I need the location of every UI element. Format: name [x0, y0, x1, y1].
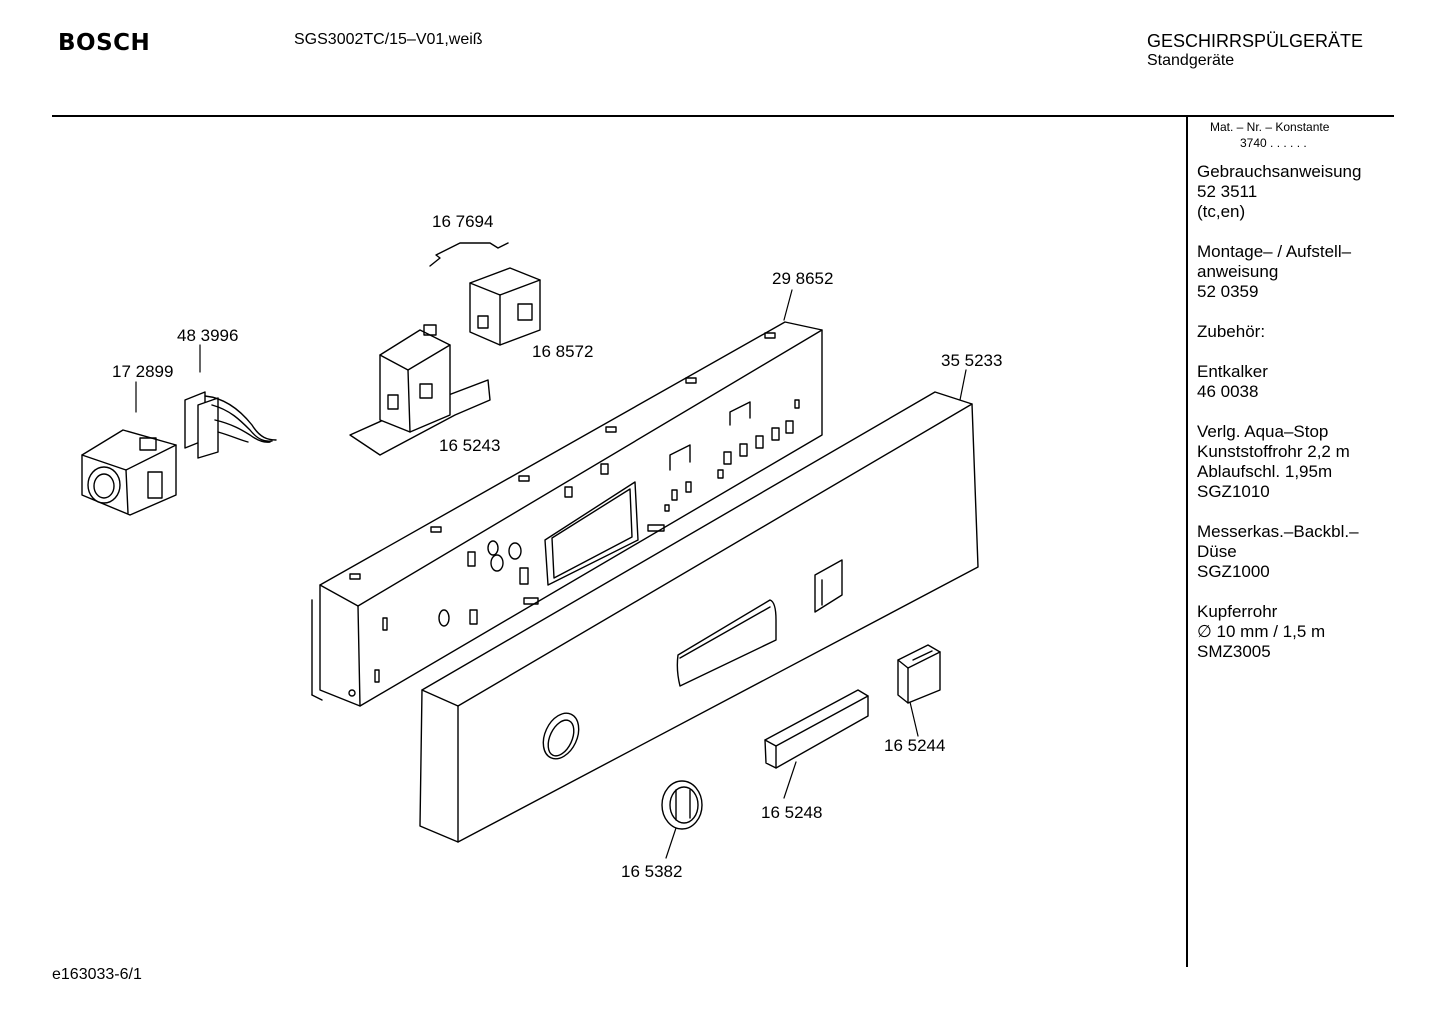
brand-logo: BOSCH — [58, 30, 151, 56]
callout-165248: 16 5248 — [761, 803, 823, 822]
callout-172899: 17 2899 — [112, 362, 174, 381]
callout-298652: 29 8652 — [772, 269, 834, 288]
callout-355233: 35 5233 — [941, 351, 1003, 370]
accessory-copper-pipe: Kupferrohr ∅ 10 mm / 1,5 m SMZ3005 — [1197, 602, 1392, 662]
side-line: Kunststoffrohr 2,2 m — [1197, 442, 1350, 461]
matnr-label: Mat. – Nr. – Konstante — [1210, 120, 1330, 134]
push-button — [897, 644, 941, 704]
side-line: Verlg. Aqua–Stop — [1197, 422, 1329, 441]
rotary-knob — [661, 780, 703, 830]
model-number: SGS3002TC/15–V01,weiß — [294, 31, 483, 48]
side-line: (tc,en) — [1197, 202, 1246, 221]
matnr-value: 3740 . . . . . . — [1240, 136, 1307, 150]
side-line: 46 0038 — [1197, 382, 1259, 401]
doc-user-manual: Gebrauchsanweisung 52 3511 (tc,en) — [1197, 162, 1392, 222]
side-line: SMZ3005 — [1197, 642, 1271, 661]
doc-installation-manual: Montage– / Aufstell– anweisung 52 0359 — [1197, 242, 1392, 302]
callout-165244: 16 5244 — [884, 736, 946, 755]
side-line: Montage– / Aufstell– — [1197, 242, 1352, 261]
callout-483996: 48 3996 — [177, 326, 239, 345]
accessories-heading: Zubehör: — [1197, 322, 1392, 342]
side-line: Messerkas.–Backbl.– — [1197, 522, 1359, 541]
program-switch-bracket — [349, 324, 491, 456]
side-line: Ablaufschl. 1,95m — [1197, 462, 1333, 481]
side-line: Kupferrohr — [1197, 602, 1278, 621]
callout-165382: 16 5382 — [621, 862, 683, 881]
rocker-switch — [469, 267, 541, 346]
wire-harness — [184, 391, 277, 459]
sidebar-divider — [1186, 116, 1188, 967]
side-line: 52 3511 — [1197, 182, 1258, 201]
side-line: 52 0359 — [1197, 282, 1259, 301]
callout-168572: 16 8572 — [532, 342, 594, 361]
category-subtitle: Standgeräte — [1147, 52, 1235, 69]
front-fascia-panel — [419, 391, 979, 843]
header-divider — [52, 115, 1394, 117]
leader-lines — [135, 289, 967, 859]
side-line: anweisung — [1197, 262, 1279, 281]
accessory-descaler: Entkalker 46 0038 — [1197, 362, 1392, 402]
accessory-aquastop: Verlg. Aqua–Stop Kunststoffrohr 2,2 m Ab… — [1197, 422, 1392, 502]
spring-clip — [429, 242, 509, 267]
timer-module — [81, 429, 177, 516]
callout-165243: 16 5243 — [439, 436, 501, 455]
side-line: Entkalker — [1197, 362, 1268, 381]
button-strip — [764, 689, 869, 769]
side-line: Düse — [1197, 542, 1237, 561]
side-line: Zubehör: — [1197, 322, 1266, 341]
side-line: ∅ 10 mm / 1,5 m — [1197, 622, 1326, 641]
callout-167694: 16 7694 — [432, 212, 494, 231]
side-line: Gebrauchsanweisung — [1197, 162, 1362, 181]
drawing-code: e163033-6/1 — [52, 966, 142, 983]
accessory-nozzle: Messerkas.–Backbl.– Düse SGZ1000 — [1197, 522, 1392, 582]
rear-control-panel — [311, 321, 823, 707]
category-title: GESCHIRRSPÜLGERÄTE — [1147, 31, 1364, 51]
side-line: SGZ1000 — [1197, 562, 1270, 581]
side-line: SGZ1010 — [1197, 482, 1270, 501]
accessory-list: Gebrauchsanweisung 52 3511 (tc,en) Monta… — [1197, 162, 1392, 682]
